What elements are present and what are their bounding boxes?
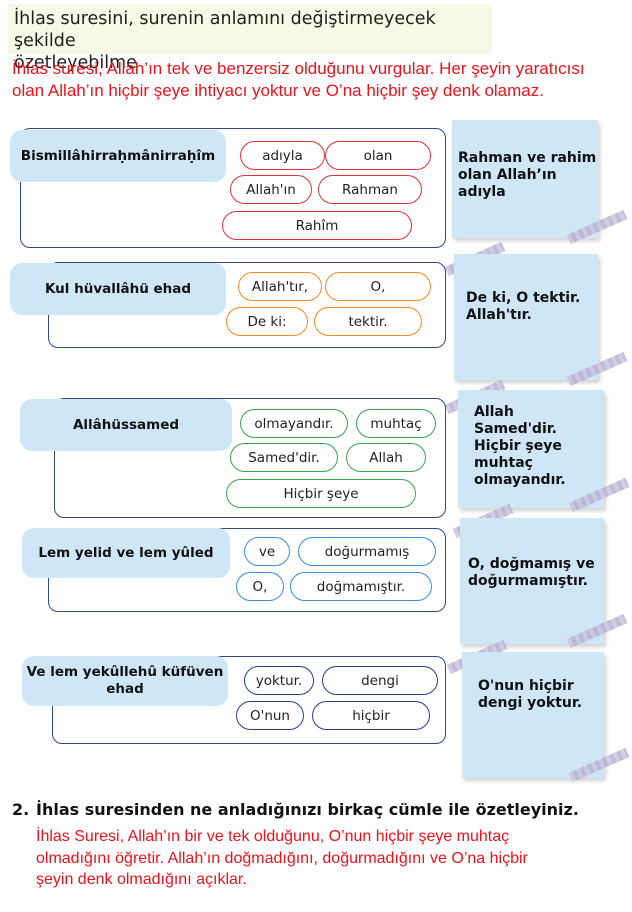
word-pill[interactable]: olan (325, 141, 431, 170)
word-pill[interactable]: doğmamıştır. (290, 572, 432, 601)
q2-answer-line1: İhlas Suresi, Allah’ın bir ve tek olduğu… (36, 828, 510, 845)
verse-text: Kul hüvallâhü ehad (44, 280, 192, 297)
verse-text-line1: Ve lem yekûllehû küfüven (26, 664, 224, 680)
word-pill[interactable]: O'nun (236, 701, 304, 730)
answer-box-3: Allah Samed'dir. Hiçbir şeye muhtaç olma… (458, 390, 604, 508)
question-2-text: İhlas suresinden ne anladığınızı birkaç … (36, 800, 579, 819)
verse-text: Lem yelid ve lem yûled (38, 544, 214, 561)
verse-tag-1: Bismillâhirraḥmânirraḥîm (10, 130, 226, 182)
word-pill[interactable]: Rahman (318, 175, 422, 204)
word-pill[interactable]: olmayandır. (240, 409, 348, 438)
objective-title-line2: özetleyebilme (14, 53, 137, 73)
intro-answer: İhlas suresi, Allah’ın tek ve benzersiz … (12, 58, 624, 102)
verse-tag-3: Allâhüssamed (20, 399, 232, 451)
answer-box-1: Rahman ve rahim olan Allah’ın adıyla (452, 120, 598, 238)
word-pill[interactable]: Allah'ın (230, 175, 312, 204)
intro-line2: olan Allah’ın hiçbir şeye ihtiyacı yoktu… (12, 81, 544, 100)
word-pill[interactable]: dengi (322, 666, 438, 695)
word-pill[interactable]: yoktur. (244, 666, 314, 695)
answer-box-5: O'nun hiçbir dengi yoktur. (462, 652, 604, 778)
word-pill[interactable]: O, (236, 572, 284, 601)
word-pill[interactable]: De ki: (226, 307, 308, 336)
q2-answer-line3: şeyin denk olmadığını açıklar. (36, 871, 247, 888)
word-pill[interactable]: doğurmamış (298, 537, 436, 566)
word-pill[interactable]: ve (244, 537, 290, 566)
word-pill[interactable]: Rahîm (222, 211, 412, 240)
q2-answer-line2: olmadığını öğretir. Allah’ın doğmadığını… (36, 849, 528, 867)
answer-box-2: De ki, O tektir. Allah'tır. (454, 254, 598, 380)
word-pill[interactable]: Allah'tır, (238, 272, 322, 301)
word-pill[interactable]: tektir. (314, 307, 422, 336)
question-2-number: 2. (12, 800, 30, 819)
word-pill[interactable]: O, (325, 272, 431, 301)
objective-title-line1: İhlas suresini, surenin anlamını değişti… (14, 9, 436, 51)
verse-text: Allâhüssamed (72, 416, 180, 433)
verse-text-line2: ehad (106, 681, 144, 697)
word-pill[interactable]: muhtaç (356, 409, 436, 438)
intro-line1: İhlas suresi, Allah’ın tek ve benzersiz … (12, 59, 585, 78)
verse-tag-4: Lem yelid ve lem yûled (22, 528, 230, 578)
verse-tag-2: Kul hüvallâhü ehad (10, 263, 226, 315)
word-pill[interactable]: hiçbir (312, 701, 430, 730)
word-pill[interactable]: Allah (346, 443, 426, 472)
verse-tag-5: Ve lem yekûllehû küfüven ehad (22, 656, 228, 706)
word-pill[interactable]: Hiçbir şeye (226, 479, 416, 508)
answer-box-4: O, doğmamış ve doğurmamıştır. (460, 518, 604, 644)
word-pill[interactable]: Samed'dir. (230, 443, 338, 472)
objective-header: İhlas suresini, surenin anlamını değişti… (8, 4, 492, 73)
verse-text: Bismillâhirraḥmânirraḥîm (20, 147, 216, 164)
question-2-answer: İhlas Suresi, Allah’ın bir ve tek olduğu… (36, 826, 626, 891)
word-pill[interactable]: adıyla (240, 141, 325, 170)
